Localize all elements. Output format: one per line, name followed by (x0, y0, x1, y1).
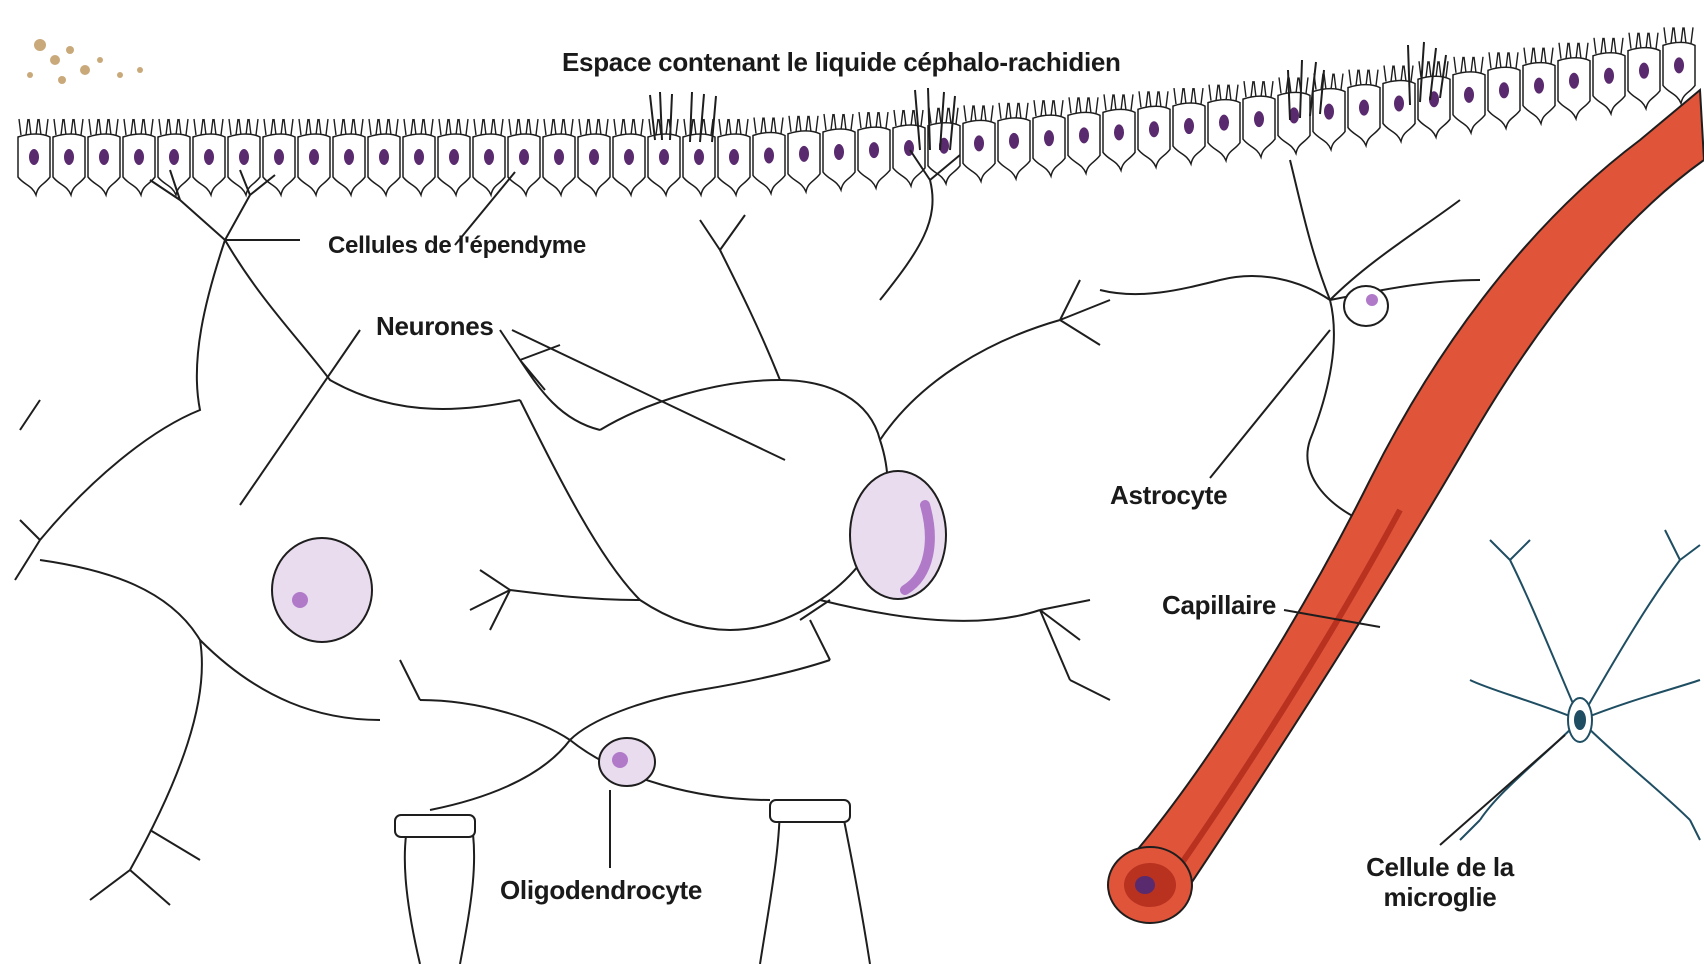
label-csf-space: Espace contenant le liquide céphalo-rach… (562, 47, 1121, 78)
microglia-cell (1460, 530, 1700, 840)
leader-astrocyte (1210, 330, 1330, 478)
oligodendrocyte-cell (395, 600, 870, 964)
leader-neurones-left (240, 330, 360, 505)
label-microglia-line1: Cellule de la (1340, 852, 1540, 882)
label-ependymal-cells: Cellules de l'épendyme (328, 232, 586, 260)
csf-speckles (27, 39, 143, 84)
neuron-nuclei (272, 471, 946, 642)
leader-neurones-right (512, 330, 785, 460)
label-capillary: Capillaire (1162, 590, 1276, 621)
label-oligodendrocyte: Oligodendrocyte (500, 875, 702, 906)
leader-microglie (1440, 735, 1565, 845)
label-astrocyte: Astrocyte (1110, 480, 1227, 511)
label-microglia: Cellule de la microglie (1340, 852, 1540, 912)
label-microglia-line2: microglie (1340, 882, 1540, 912)
label-neurons: Neurones (376, 311, 494, 342)
